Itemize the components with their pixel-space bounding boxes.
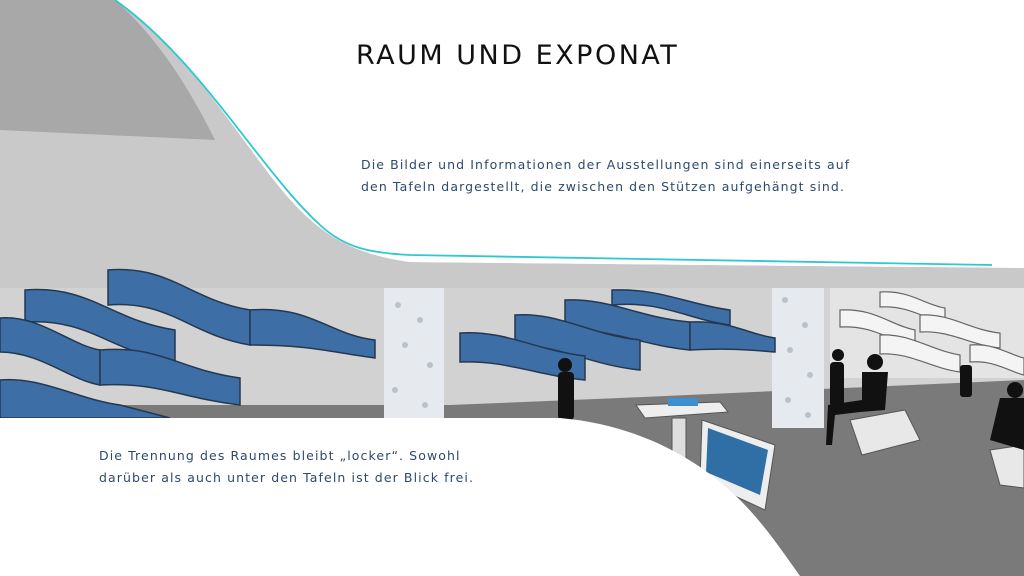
pillar <box>772 288 824 428</box>
blue-panels-left <box>0 268 376 419</box>
paragraph-top-line: den Tafeln dargestellt, die zwischen den… <box>361 179 846 194</box>
paragraph-bottom: Die Trennung des Raumes bleibt „locker“.… <box>99 445 474 489</box>
accent-curve-line <box>114 0 993 266</box>
white-panels-right <box>839 291 1024 376</box>
pillar <box>384 288 444 420</box>
paragraph-top: Die Bilder und Informationen der Ausstel… <box>361 154 850 198</box>
wall-shape <box>0 0 1024 290</box>
blue-panels-middle <box>459 289 776 381</box>
wall-shadow <box>0 0 215 140</box>
paragraph-bottom-line: Die Trennung des Raumes bleibt „locker“.… <box>99 448 461 463</box>
bottom-white-shape <box>0 418 800 576</box>
visitor-silhouettes <box>558 349 1024 450</box>
seat-block <box>849 409 921 456</box>
slide-title: RAUM UND EXPONAT <box>356 40 680 71</box>
paragraph-bottom-line: darüber als auch unter den Tafeln ist de… <box>99 470 475 485</box>
paragraph-top-line: Die Bilder und Informationen der Ausstel… <box>361 157 851 172</box>
